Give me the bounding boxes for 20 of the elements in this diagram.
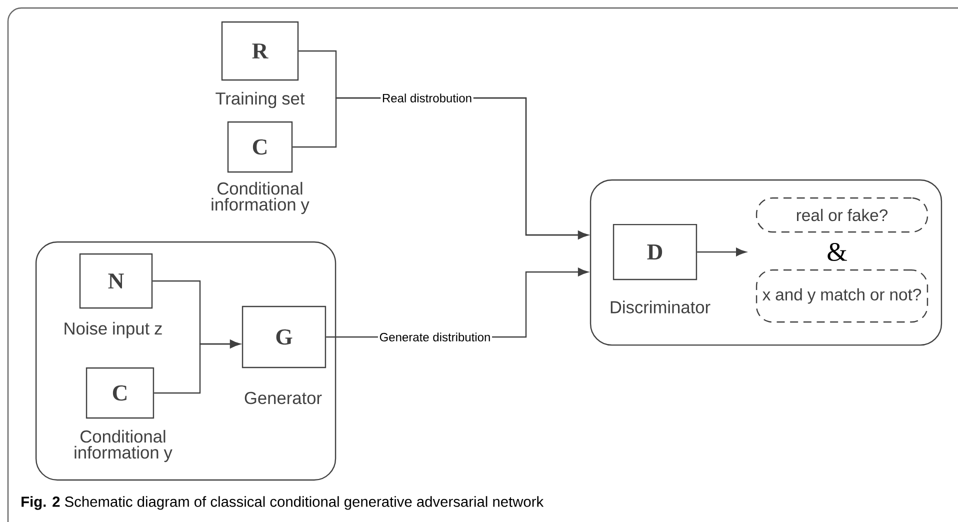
- box-caption: Noise input z: [64, 322, 162, 338]
- letter-box: G: [242, 306, 326, 368]
- box-caption: Conditional information y: [212, 182, 310, 214]
- letter-box: C: [227, 121, 293, 173]
- box-caption: Generator: [244, 392, 322, 404]
- box-caption: Discriminator: [610, 300, 710, 314]
- group-box: [35, 241, 336, 481]
- edge-label: Generate distribution: [378, 331, 492, 343]
- group-box: [590, 179, 942, 346]
- arrow: [154, 340, 240, 394]
- letter-box: D: [612, 224, 698, 280]
- edge-label: Real distrobution: [380, 92, 474, 104]
- letter-box: R: [221, 21, 299, 81]
- letter-box: C: [86, 367, 154, 419]
- arrow: [697, 248, 746, 256]
- figure-caption: Fig. 2 Schematic diagram of classical conditional generative adversarial network: [22, 496, 544, 510]
- box-caption: Conditional information y: [74, 430, 172, 462]
- ampersand-label: &: [828, 243, 847, 261]
- box-caption: Training set: [216, 92, 305, 108]
- letter-box: N: [79, 253, 153, 309]
